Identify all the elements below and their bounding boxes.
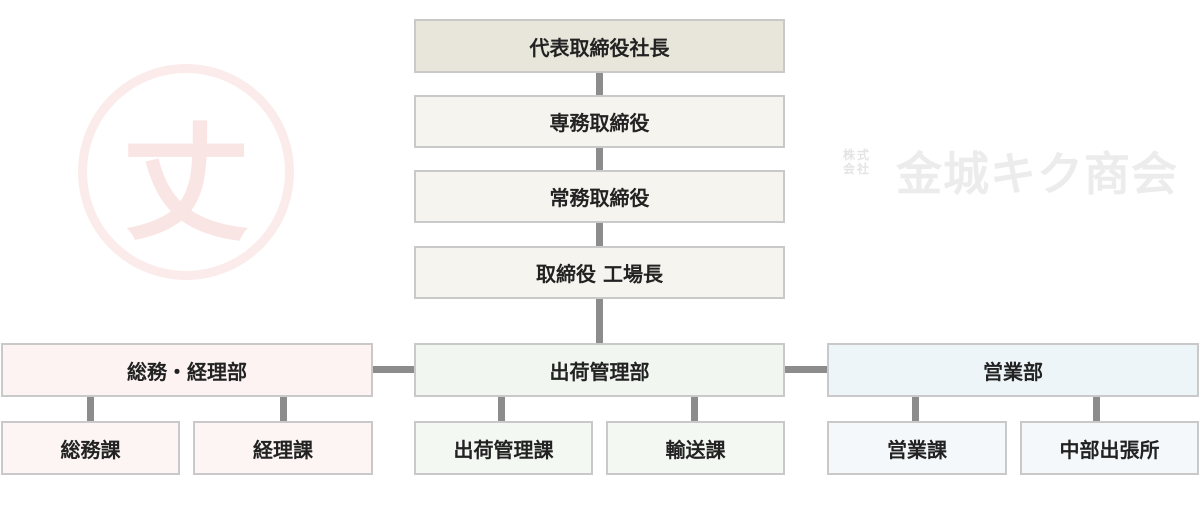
connector-chubu-office <box>1093 396 1100 422</box>
org-node-label: 代表取締役社長 <box>529 35 670 60</box>
connector-keiri-ka <box>280 396 287 422</box>
org-node-transport-section: 輸送課 <box>606 421 785 475</box>
connector-soumu-ka <box>87 396 94 422</box>
connector-shukka-kanri-ka <box>498 396 505 422</box>
org-node-president: 代表取締役社長 <box>414 19 785 73</box>
connector-senior-managing <box>596 147 603 171</box>
org-node-sales-dept: 営業部 <box>827 343 1199 397</box>
org-node-label: 出荷管理課 <box>453 437 554 462</box>
org-node-label: 出荷管理部 <box>549 359 650 384</box>
org-node-label: 経理課 <box>253 437 313 462</box>
org-node-label: 総務・経理部 <box>127 359 247 384</box>
org-node-label: 総務課 <box>60 437 121 462</box>
org-node-label: 輸送課 <box>665 437 726 462</box>
company-name-watermark: 金城キク商会 <box>896 147 1178 201</box>
org-node-accounting-section: 経理課 <box>193 421 373 475</box>
org-node-shipping-management-dept: 出荷管理部 <box>414 343 785 397</box>
org-node-label: 営業課 <box>887 437 947 462</box>
org-node-label: 営業部 <box>983 359 1043 384</box>
org-node-director-plant-manager: 取締役 工場長 <box>414 246 785 299</box>
org-node-shipping-management-section: 出荷管理課 <box>414 421 593 475</box>
connector-eigyou-ka <box>912 396 919 422</box>
org-node-chubu-branch-office: 中部出張所 <box>1020 421 1199 475</box>
org-node-general-affairs-section: 総務課 <box>1 421 180 475</box>
org-node-label: 中部出張所 <box>1059 437 1160 462</box>
connector-managing-director <box>596 222 603 247</box>
connector-director-departments <box>596 298 603 344</box>
org-node-managing-director: 常務取締役 <box>414 170 785 223</box>
connector-right-department <box>785 366 828 373</box>
org-node-senior-managing-director: 専務取締役 <box>414 95 785 148</box>
connector-yusou-ka <box>691 396 698 422</box>
org-node-sales-section: 営業課 <box>827 421 1007 475</box>
org-node-general-affairs-accounting-dept: 総務・経理部 <box>1 343 373 397</box>
org-node-label: 専務取締役 <box>549 111 650 135</box>
org-node-label: 取締役 工場長 <box>536 262 663 286</box>
org-node-label: 常務取締役 <box>549 186 650 210</box>
company-emblem-glyph: 丈 <box>121 108 250 259</box>
connector-left-department <box>372 366 415 373</box>
connector-ceo-senior <box>596 72 603 96</box>
company-emblem-ring <box>78 64 294 280</box>
company-type-label: 株式会社 <box>843 148 872 176</box>
